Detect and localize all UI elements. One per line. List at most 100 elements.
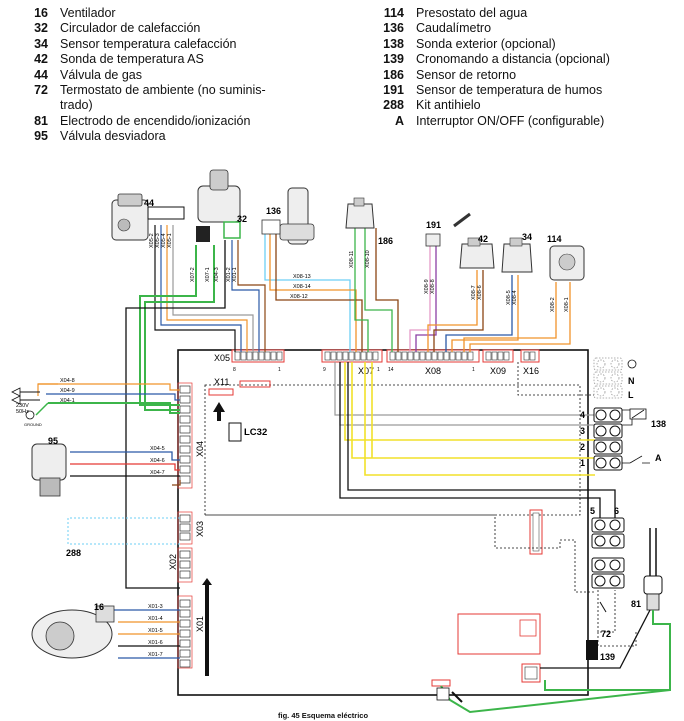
wire-grey — [172, 225, 254, 352]
legend-text: Sonda exterior (opcional) — [416, 36, 556, 51]
connector-x01 — [177, 595, 193, 669]
label-x04: X04 — [195, 441, 205, 457]
callout-34: 34 — [522, 232, 532, 242]
label-x08: X08 — [425, 366, 441, 376]
wire-label: X07-2 — [190, 267, 196, 282]
label-l: L — [628, 390, 634, 400]
legend-number: 81 — [34, 113, 48, 128]
wire-green — [35, 402, 49, 416]
connector-inner — [529, 509, 543, 555]
legend-number: 191 — [383, 83, 404, 98]
ignition-electrode-81 — [643, 528, 663, 611]
terminal-block-1-4 — [593, 407, 623, 471]
power-arrow-icon — [11, 395, 21, 405]
pin-label: 14 — [388, 367, 394, 373]
wire-dotted — [205, 514, 594, 593]
legend-number: 95 — [34, 129, 48, 144]
wire-orange — [451, 275, 519, 352]
wire-blue — [231, 240, 260, 352]
callout-42: 42 — [478, 234, 488, 244]
callout-72: 72 — [601, 629, 611, 639]
wire-orange — [166, 225, 248, 352]
wire-yellow — [351, 362, 595, 459]
legend-text: Termostato de ambiente (no suminis- — [60, 83, 266, 98]
wire-label: X07-1 — [205, 267, 211, 282]
connector-x05 — [231, 349, 285, 363]
callout-136: 136 — [266, 206, 281, 216]
terminal-block-5-6 — [591, 517, 625, 589]
wire-black — [339, 362, 601, 520]
connector-inner-pins — [532, 512, 540, 552]
wire-black — [347, 362, 616, 520]
legend-number: 44 — [34, 67, 48, 82]
legend-number: 139 — [383, 52, 404, 67]
wire-label: X08-9 — [424, 279, 430, 294]
connector-x04 — [177, 382, 193, 489]
ground-screw — [451, 691, 463, 703]
legend-number: 42 — [34, 52, 48, 67]
control-board — [177, 349, 589, 696]
wire-label: X04-5 — [150, 446, 165, 452]
legend-number: 16 — [34, 6, 48, 20]
label-x16: X16 — [523, 366, 539, 376]
legend-item: 44 Válvula de gas — [10, 68, 266, 83]
ground-terminal — [436, 687, 450, 701]
wire-label: X04-1 — [60, 398, 75, 404]
board-dotted-area — [204, 384, 581, 516]
wire-label: X01-7 — [148, 652, 163, 658]
wire-dotted — [517, 362, 595, 396]
legend-text: Caudalímetro — [416, 21, 492, 36]
legend-text: Válvula de gas — [60, 67, 143, 82]
wire-violet — [415, 245, 437, 352]
wire-label: X08-1 — [564, 297, 570, 312]
wire-lightblue — [264, 232, 351, 352]
legend-text: Cronomando a distancia (opcional) — [416, 52, 610, 67]
label-x09: X09 — [490, 366, 506, 376]
switch-a-icon — [622, 455, 650, 464]
sensor-symbol — [631, 409, 645, 419]
callout-81: 81 — [631, 599, 641, 609]
wire-label: X05-1 — [167, 233, 173, 248]
wire-label: X04-8 — [60, 378, 75, 384]
label-power: 230V — [16, 403, 29, 409]
relay-pin — [519, 619, 537, 637]
terminal-2: 2 — [580, 442, 585, 452]
diverter-valve-95 — [31, 443, 67, 497]
wire-red — [70, 463, 180, 471]
wire-label: X04-7 — [150, 470, 165, 476]
wire-label: X01-3 — [148, 604, 163, 610]
wire-label: X01-4 — [148, 616, 163, 622]
label-n: N — [628, 376, 635, 386]
wire-yellow — [364, 362, 595, 476]
legend-number: 32 — [34, 21, 48, 36]
legend-text: Ventilador — [60, 6, 116, 20]
label-x05: X05 — [214, 353, 230, 363]
wire-black-electrode — [540, 609, 651, 669]
fan-16 — [31, 605, 115, 659]
wire-label: X08-5 — [506, 290, 512, 305]
wire-label: X08-6 — [477, 285, 483, 300]
legend-text: Sensor de retorno — [416, 67, 517, 82]
connector-x09 — [482, 349, 514, 363]
pin-label: 1 — [472, 367, 475, 373]
wire-orange — [269, 232, 357, 352]
wire-label: X08-2 — [550, 297, 556, 312]
wire-black — [154, 225, 236, 352]
connector-bottom-right — [521, 663, 541, 683]
fuse — [239, 380, 271, 388]
callout-186: 186 — [378, 236, 393, 246]
wire-green — [144, 245, 215, 411]
wire-label: X08-4 — [512, 290, 518, 305]
terminal-5: 5 — [590, 506, 595, 516]
legend-text: Sensor de temperatura de humos — [416, 83, 603, 98]
wire-green — [139, 245, 197, 406]
terminal-3: 3 — [580, 426, 585, 436]
legend-text: trado) — [60, 98, 93, 113]
connector-x08 — [386, 349, 480, 363]
wire-orange — [38, 383, 180, 391]
label-x11: X11 — [214, 377, 229, 387]
